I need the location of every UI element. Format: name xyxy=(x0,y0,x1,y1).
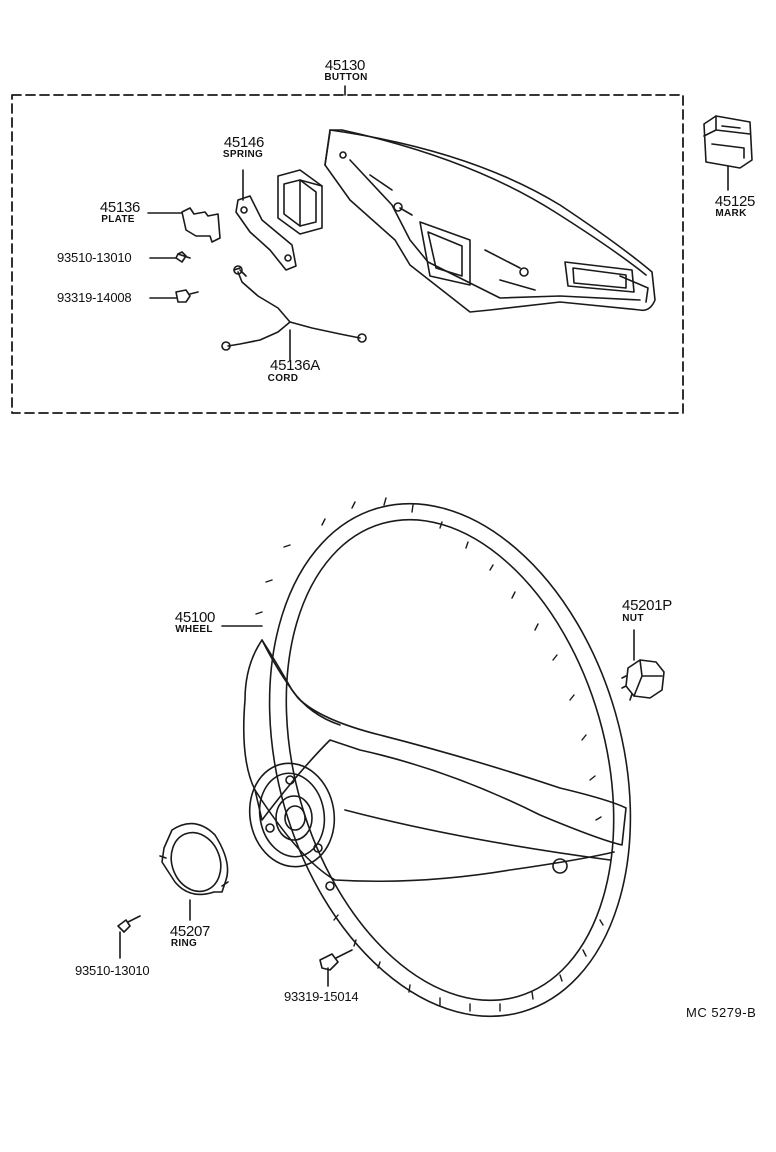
nut-part-name: NUT xyxy=(622,613,644,624)
nut-part-number: 45201P xyxy=(622,597,672,614)
button-part-number: 45130 xyxy=(324,57,366,74)
retainer-ring xyxy=(159,822,229,921)
wheel-part-number: 45100 xyxy=(174,609,216,626)
plate-part-name: PLATE xyxy=(101,214,135,225)
mark-part-name: MARK xyxy=(715,208,747,219)
button-part-name: BUTTON xyxy=(324,72,368,83)
wheel-part-name: WHEEL xyxy=(175,624,213,635)
spring-part-number: 45146 xyxy=(223,134,265,151)
screw-93319 xyxy=(149,289,199,303)
bolt-93319 xyxy=(319,949,353,987)
horn-button-pad xyxy=(324,129,656,313)
plate xyxy=(147,207,221,243)
screw-93510-lower xyxy=(117,915,141,959)
button-group-box xyxy=(11,94,684,414)
screw-b-part-number: 93319-14008 xyxy=(57,290,132,305)
screw-93510 xyxy=(149,251,191,263)
steering-wheel xyxy=(221,497,632,1018)
contact-socket xyxy=(277,169,323,235)
screw-c-part-number: 93510-13010 xyxy=(75,963,150,978)
hub-nut xyxy=(621,629,665,701)
screw-a-part-number: 93510-13010 xyxy=(57,250,132,265)
ring-part-number: 45207 xyxy=(169,923,211,940)
cord-part-number: 45136A xyxy=(270,357,320,374)
mark-part-number: 45125 xyxy=(714,193,756,210)
cord-part-name: CORD xyxy=(267,373,299,384)
ring-part-name: RING xyxy=(170,938,198,949)
bolt-part-number: 93319-15014 xyxy=(284,989,359,1004)
mark-emblem xyxy=(703,115,753,191)
plate-part-number: 45136 xyxy=(99,199,141,216)
horn-cord xyxy=(221,265,367,361)
spring-part-name: SPRING xyxy=(222,149,264,160)
spring-bracket xyxy=(235,169,297,271)
diagram-reference-code: MC 5279-B xyxy=(686,1005,757,1020)
